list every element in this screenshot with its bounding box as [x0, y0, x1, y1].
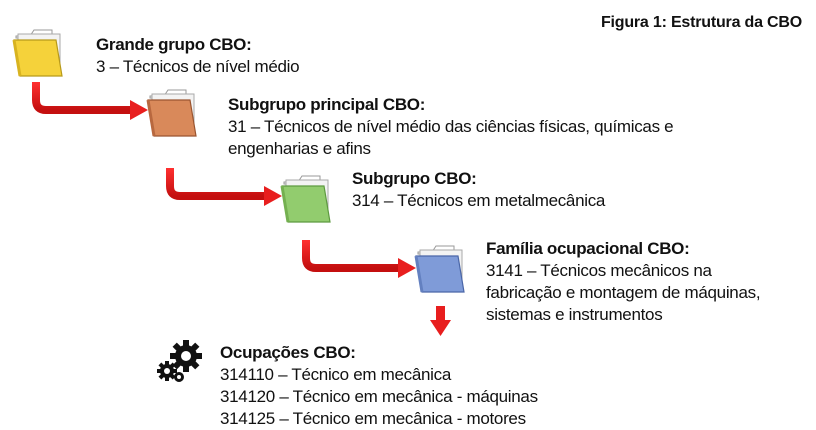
- level-5-line-3: 314125 – Técnico em mecânica - motores: [220, 409, 526, 428]
- arrow-level-1-to-2: [32, 82, 148, 120]
- level-1-line-1: 3 – Técnicos de nível médio: [96, 57, 300, 76]
- level-5-title: Ocupações CBO:: [220, 343, 356, 362]
- folder-icon-level-4: [414, 245, 465, 293]
- level-3-line-1: 314 – Técnicos em metalmecânica: [352, 191, 606, 210]
- level-4-line-2: fabricação e montagem de máquinas,: [486, 283, 761, 302]
- gears-icon: [157, 340, 202, 382]
- arrow-level-2-to-3: [166, 168, 282, 206]
- level-5-line-2: 314120 – Técnico em mecânica - máquinas: [220, 387, 538, 406]
- figure-title: Figura 1: Estrutura da CBO: [600, 14, 802, 31]
- level-5-line-1: 314110 – Técnico em mecânica: [220, 365, 452, 384]
- level-2-line-2: engenharias e afins: [228, 139, 371, 158]
- level-2-block: Subgrupo principal CBO: 31 – Técnicos de…: [228, 94, 674, 160]
- level-4-block: Família ocupacional CBO: 3141 – Técnicos…: [486, 238, 761, 326]
- folder-icon-level-1: [12, 29, 63, 77]
- level-1-title: Grande grupo CBO:: [96, 35, 252, 54]
- level-4-title: Família ocupacional CBO:: [486, 239, 690, 258]
- level-3-block: Subgrupo CBO: 314 – Técnicos em metalmec…: [352, 168, 605, 212]
- level-4-line-1: 3141 – Técnicos mecânicos na: [486, 261, 712, 280]
- level-4-line-3: sistemas e instrumentos: [486, 305, 663, 324]
- level-5-block: Ocupações CBO: 314110 – Técnico em mecân…: [220, 342, 538, 430]
- level-1-block: Grande grupo CBO: 3 – Técnicos de nível …: [96, 34, 300, 78]
- arrow-level-4-to-5: [430, 306, 451, 336]
- level-3-title: Subgrupo CBO:: [352, 169, 477, 188]
- level-2-title: Subgrupo principal CBO:: [228, 95, 426, 114]
- level-2-line-1: 31 – Técnicos de nível médio das ciência…: [228, 117, 674, 136]
- folder-icon-level-3: [280, 175, 331, 223]
- arrow-level-3-to-4: [302, 240, 416, 278]
- folder-icon-level-2: [146, 89, 197, 137]
